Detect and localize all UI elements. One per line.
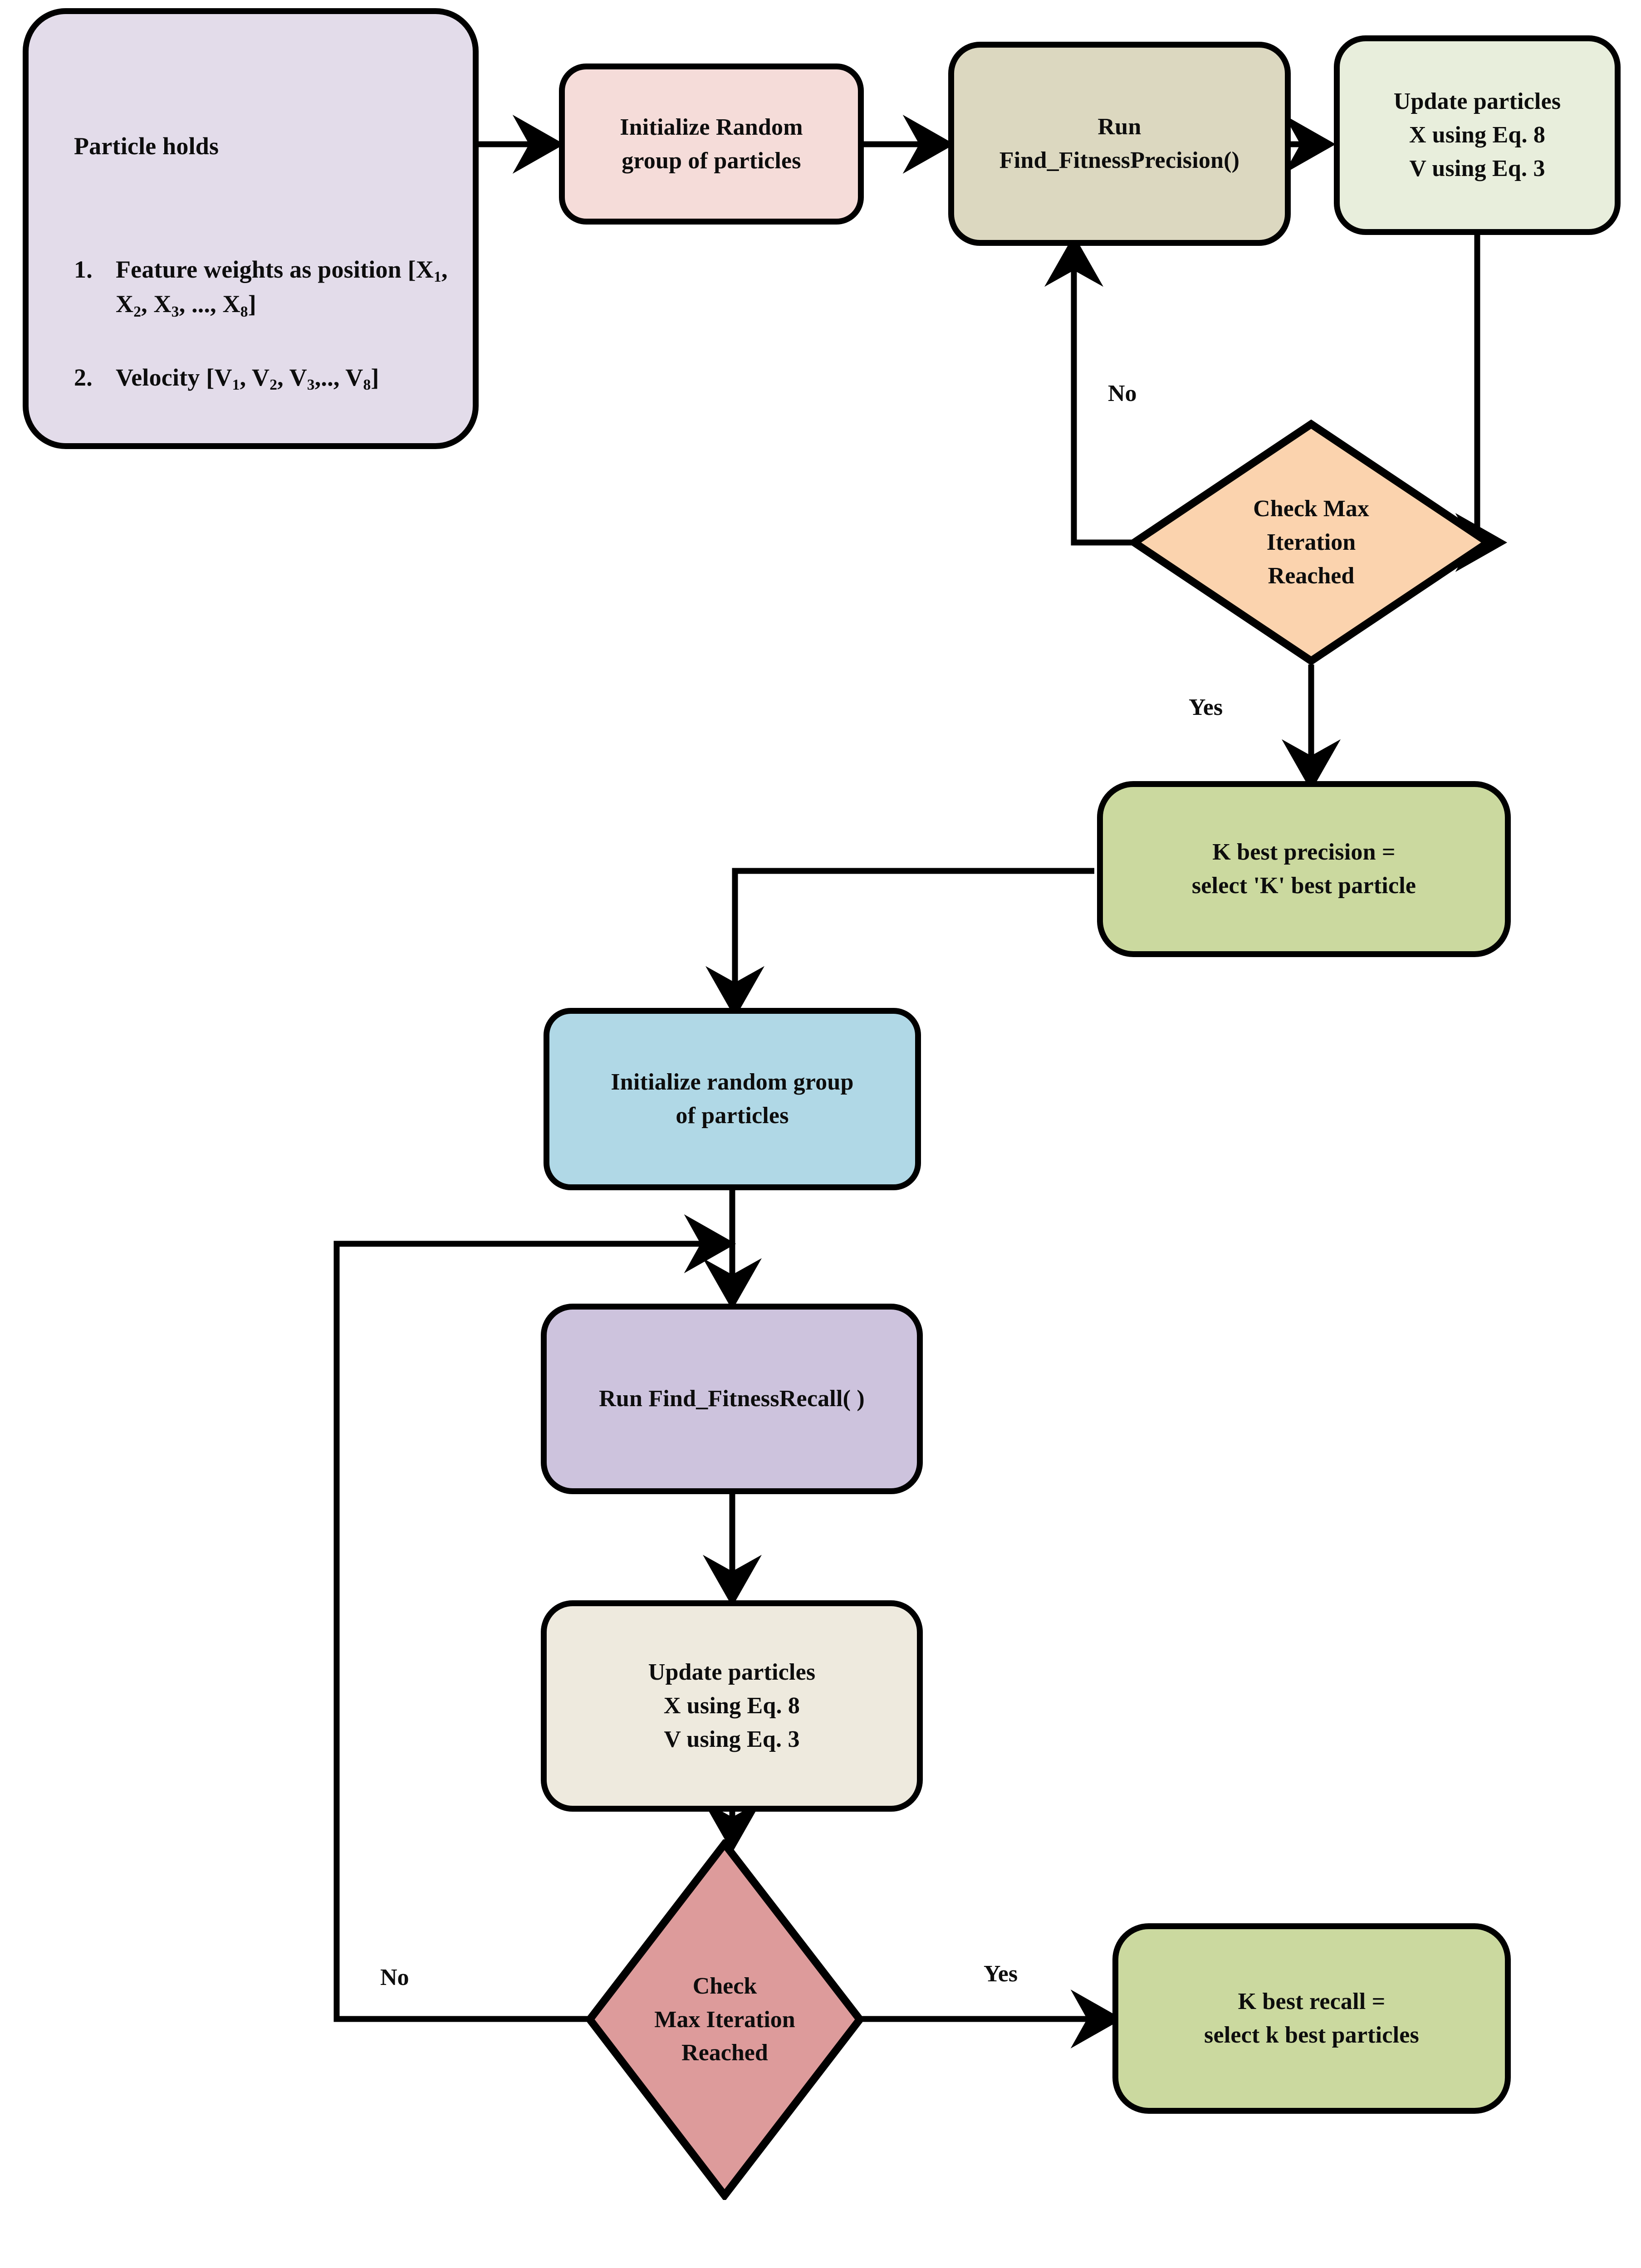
edge-label-recall-yes: Yes <box>984 1961 1018 1987</box>
edge-kbest-to-init-recall <box>705 868 1094 1018</box>
edge-label-precision-no: No <box>1108 381 1137 406</box>
node-initialize-random-precision[interactable]: Initialize Random group of particles <box>559 64 864 225</box>
node-k-best-precision[interactable]: K best precision = select 'K' best parti… <box>1097 781 1511 957</box>
particle-holds-title: Particle holds <box>74 132 219 160</box>
list-item-number: 1. <box>74 255 93 283</box>
node-check-max-iteration-recall[interactable]: Check Max Iteration Reached <box>585 1839 864 2200</box>
node-particle-holds[interactable]: Particle holds 1. Feature weights as pos… <box>23 8 479 449</box>
node-run-find-fitness-precision[interactable]: Run Find_FitnessPrecision() <box>948 42 1291 246</box>
node-update-particles-recall[interactable]: Update particles X using Eq. 8 V using E… <box>541 1600 923 1812</box>
node-check-max-iteration-precision[interactable]: Check Max Iteration Reached <box>1130 420 1493 665</box>
edge-label-recall-no: No <box>380 1965 409 1990</box>
particle-holds-list: 1. Feature weights as position [X1, X2, … <box>74 217 455 433</box>
list-item: 1. Feature weights as position [X1, X2, … <box>74 252 455 322</box>
node-initialize-random-recall[interactable]: Initialize random group of particles <box>544 1008 921 1190</box>
node-update-particles-precision[interactable]: Update particles X using Eq. 8 V using E… <box>1334 35 1621 235</box>
particle-holds-content: Particle holds 1. Feature weights as pos… <box>74 118 455 444</box>
list-item-text: Feature weights as position [X1, X2, X3,… <box>116 255 448 320</box>
check-max-iteration-recall-label: Check Max Iteration Reached <box>654 1973 795 2066</box>
list-item-text: Velocity [V1, V2, V3,.., V8] <box>116 363 379 394</box>
list-item: 2. Velocity [V1, V2, V3,.., V8] <box>74 360 455 395</box>
node-run-find-fitness-recall[interactable]: Run Find_FitnessRecall( ) <box>541 1304 923 1494</box>
list-item-number: 2. <box>74 363 93 391</box>
edge-label-precision-yes: Yes <box>1189 694 1223 720</box>
check-max-iteration-precision-label: Check Max Iteration Reached <box>1253 496 1369 589</box>
node-k-best-recall[interactable]: K best recall = select k best particles <box>1112 1923 1511 2114</box>
